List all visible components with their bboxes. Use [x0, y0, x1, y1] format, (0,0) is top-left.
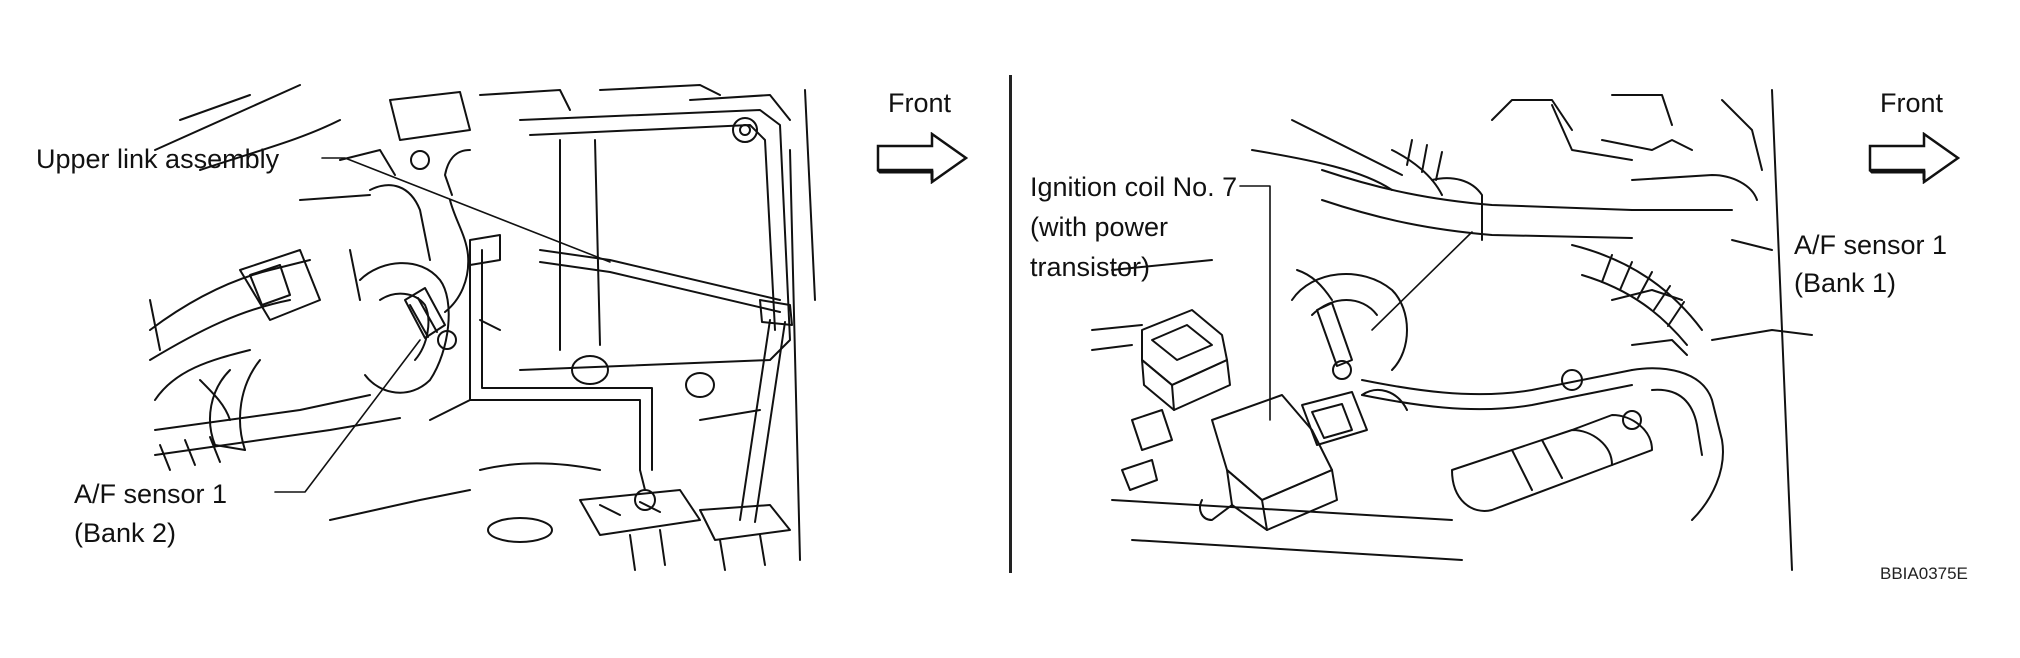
ignition-coil-label-line3: transistor)	[1030, 252, 1151, 282]
ignition-coil-label-line2: (with power	[1030, 212, 1169, 242]
figure-code: BBIA0375E	[1880, 564, 1968, 583]
left-engine-drawing	[149, 84, 816, 571]
front-label-left: Front	[888, 88, 952, 118]
ignition-coil-label-line1: Ignition coil No. 7	[1030, 172, 1238, 202]
front-label-right: Front	[1880, 88, 1944, 118]
af-sensor-bank1-label-line2: (Bank 1)	[1794, 268, 1897, 298]
right-engine-drawing	[1091, 89, 1813, 571]
upper-link-assembly-label: Upper link assembly	[36, 144, 280, 174]
left-illustration-panel: Upper link assembly A/F sensor 1 (Bank 2…	[0, 0, 1000, 658]
right-illustration-panel: Ignition coil No. 7 (with power transist…	[1012, 0, 2020, 658]
panel-divider	[1009, 75, 1012, 573]
af-sensor-bank2-label-line1: A/F sensor 1	[74, 479, 228, 509]
af-sensor-bank2-label-line2: (Bank 2)	[74, 518, 177, 548]
af-sensor-bank1-label-line1: A/F sensor 1	[1794, 230, 1948, 260]
